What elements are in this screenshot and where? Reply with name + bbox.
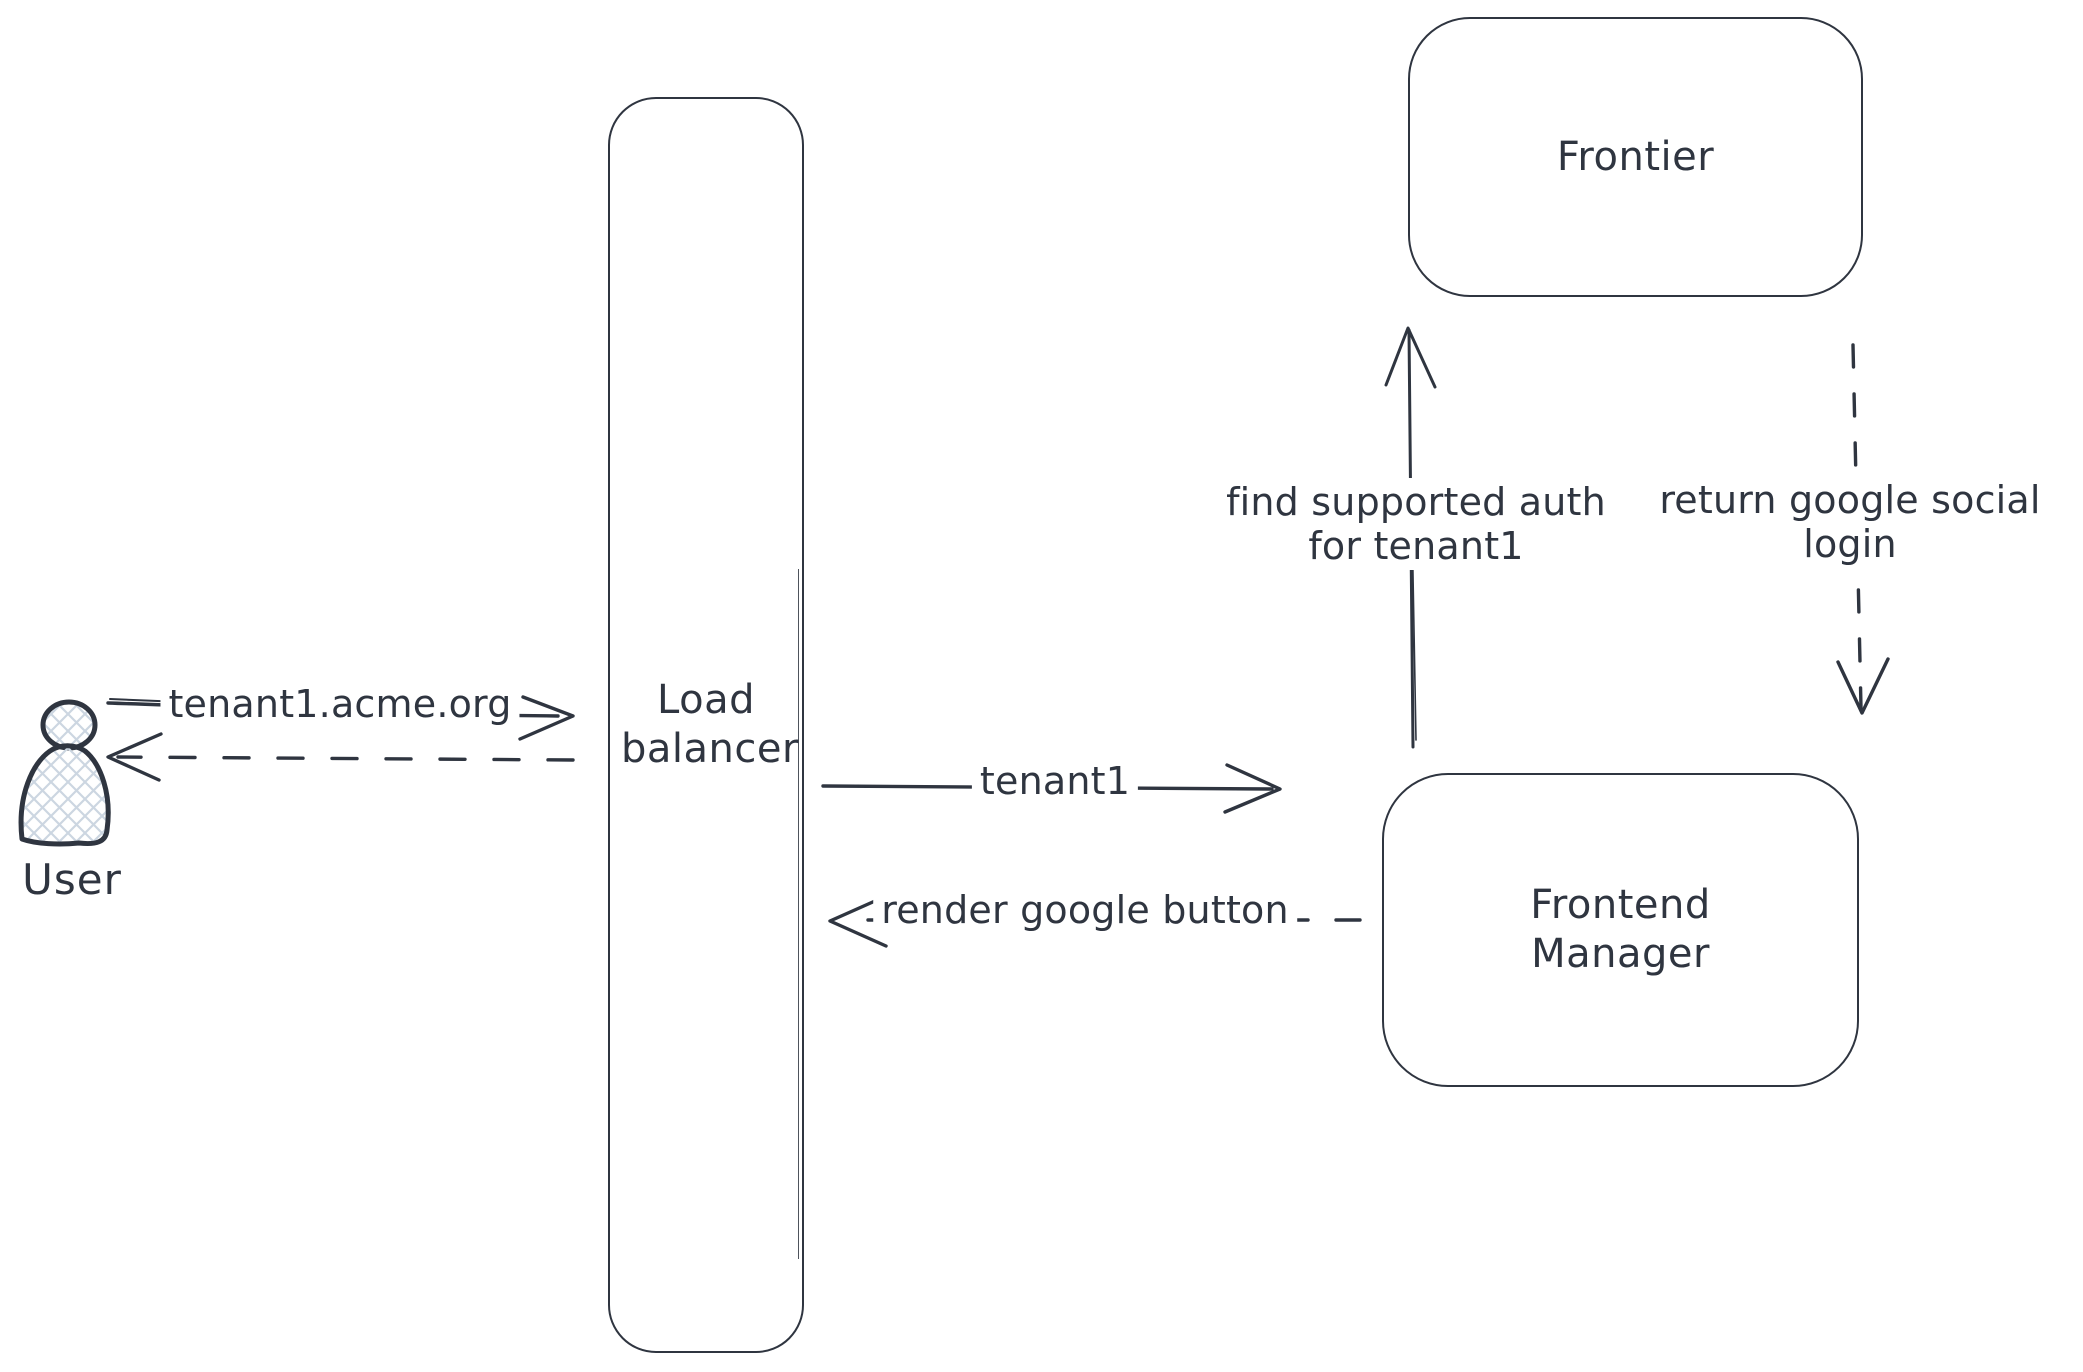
node-load-balancer-label: Load balancer [621,677,799,772]
arrowhead-up [1384,326,1437,389]
user-figure [18,699,111,847]
arrowhead-left [106,732,163,782]
node-load-balancer: Load balancer [608,97,804,1353]
arrow-load-balancer-to-user [106,732,575,782]
arrowhead-right [518,695,575,741]
node-frontend-manager: Frontend Manager [1382,773,1859,1087]
user-head [40,699,98,751]
arrow-frontier-to-frontend-manager [1836,343,1890,715]
node-user-label: User [22,855,122,904]
edge-label-find-supported-auth: find supported auth for tenant1 [1188,478,1644,571]
arrowhead-right [1223,763,1282,814]
arrowhead-left [828,895,888,948]
user-body [18,743,111,847]
node-frontend-manager-label: Frontend Manager [1530,882,1711,977]
node-frontier-label: Frontier [1556,133,1715,180]
edge-label-render-google-button: render google button [873,886,1297,935]
edge-label-tenant1: tenant1 [971,757,1139,806]
edge-label-tenant1-acme-org: tenant1.acme.org [160,680,520,729]
node-frontier: Frontier [1408,17,1863,297]
arrowhead-down [1836,657,1890,715]
edge-label-return-google-social-login: return google social login [1617,476,2083,569]
